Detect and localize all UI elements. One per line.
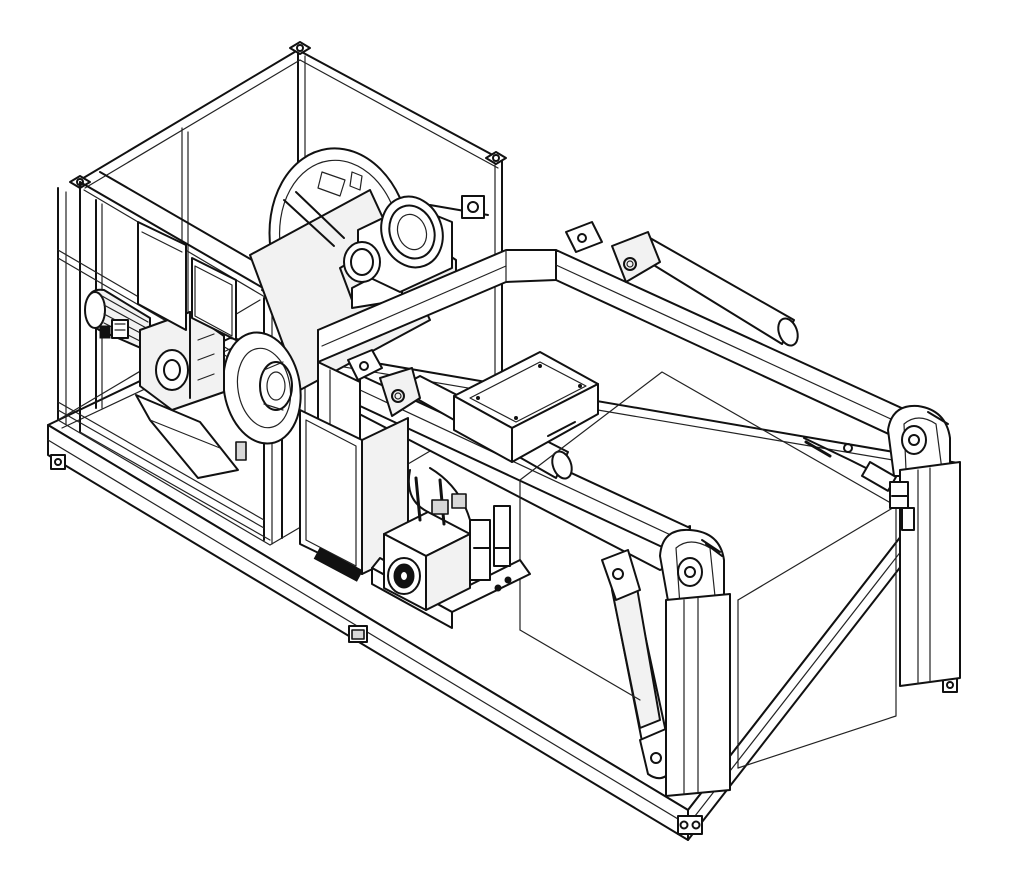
boom-pivot-lug-back bbox=[887, 404, 951, 477]
hydraulic-power-unit bbox=[371, 467, 531, 629]
luffing-cylinder bbox=[601, 549, 673, 780]
equipment-container bbox=[519, 371, 897, 769]
lifting-lug bbox=[347, 221, 603, 381]
cage-back-panels bbox=[137, 221, 237, 341]
boom-pivot-lug-front bbox=[659, 528, 725, 613]
control-box bbox=[453, 351, 599, 463]
back-side-fittings bbox=[803, 437, 915, 531]
a-frame-boom bbox=[317, 221, 951, 613]
gearbox bbox=[135, 311, 247, 479]
level-wind-sheave bbox=[283, 191, 489, 309]
hydraulic-cylinder-back bbox=[611, 231, 799, 347]
